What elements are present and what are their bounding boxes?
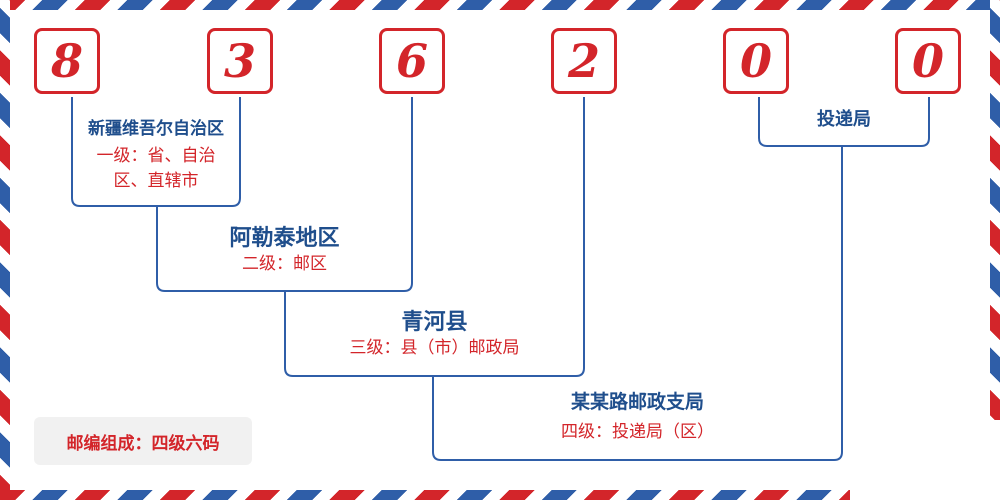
level-2-name: 阿勒泰地区 bbox=[229, 225, 340, 251]
level-2-desc: 二级：邮区 bbox=[242, 254, 327, 275]
delivery-label: 投递局 bbox=[759, 108, 929, 131]
postcode-digit-3: 6 bbox=[395, 34, 428, 88]
level-2-label: 阿勒泰地区 二级：邮区 bbox=[157, 224, 412, 276]
postcode-digit-box-5: 0 bbox=[723, 28, 789, 94]
postcode-digit-box-4: 2 bbox=[551, 28, 617, 94]
composition-note: 邮编组成：四级六码 bbox=[34, 417, 252, 465]
level-4-desc: 四级：投递局（区） bbox=[561, 422, 714, 443]
postcode-digit-box-2: 3 bbox=[207, 28, 273, 94]
postcode-digit-box-6: 0 bbox=[895, 28, 961, 94]
composition-note-text: 邮编组成：四级六码 bbox=[66, 433, 220, 454]
level-4-label: 某某路邮政支局 四级：投递局（区） bbox=[433, 390, 842, 444]
postcode-digit-2: 3 bbox=[223, 34, 256, 88]
level-3-name: 青河县 bbox=[401, 309, 468, 335]
postcode-digit-6: 0 bbox=[911, 34, 944, 88]
level-1-label: 新疆维吾尔自治区 一级：省、自治区、直辖市 bbox=[66, 119, 246, 195]
postcode-digit-4: 2 bbox=[567, 34, 600, 88]
corner-blank bbox=[850, 420, 1000, 500]
postcode-digit-box-3: 6 bbox=[379, 28, 445, 94]
postcode-digit-1: 8 bbox=[50, 34, 83, 88]
airmail-border-bottom bbox=[0, 490, 1000, 500]
bracket-level-3 bbox=[284, 97, 585, 377]
delivery-name: 投递局 bbox=[817, 109, 871, 130]
postcode-digit-5: 0 bbox=[739, 34, 772, 88]
postcode-digit-box-1: 8 bbox=[34, 28, 100, 94]
bracket-level-4 bbox=[432, 146, 843, 461]
level-1-desc: 一级：省、自治区、直辖市 bbox=[96, 145, 216, 192]
level-4-name: 某某路邮政支局 bbox=[570, 391, 704, 413]
airmail-border-top bbox=[0, 0, 1000, 10]
bracket-delivery bbox=[758, 97, 930, 147]
level-1-name: 新疆维吾尔自治区 bbox=[88, 119, 224, 139]
level-3-label: 青河县 三级：县（市）邮政局 bbox=[285, 308, 584, 360]
airmail-border-right bbox=[990, 0, 1000, 500]
airmail-border-left bbox=[0, 0, 10, 500]
level-3-desc: 三级：县（市）邮政局 bbox=[349, 338, 520, 359]
